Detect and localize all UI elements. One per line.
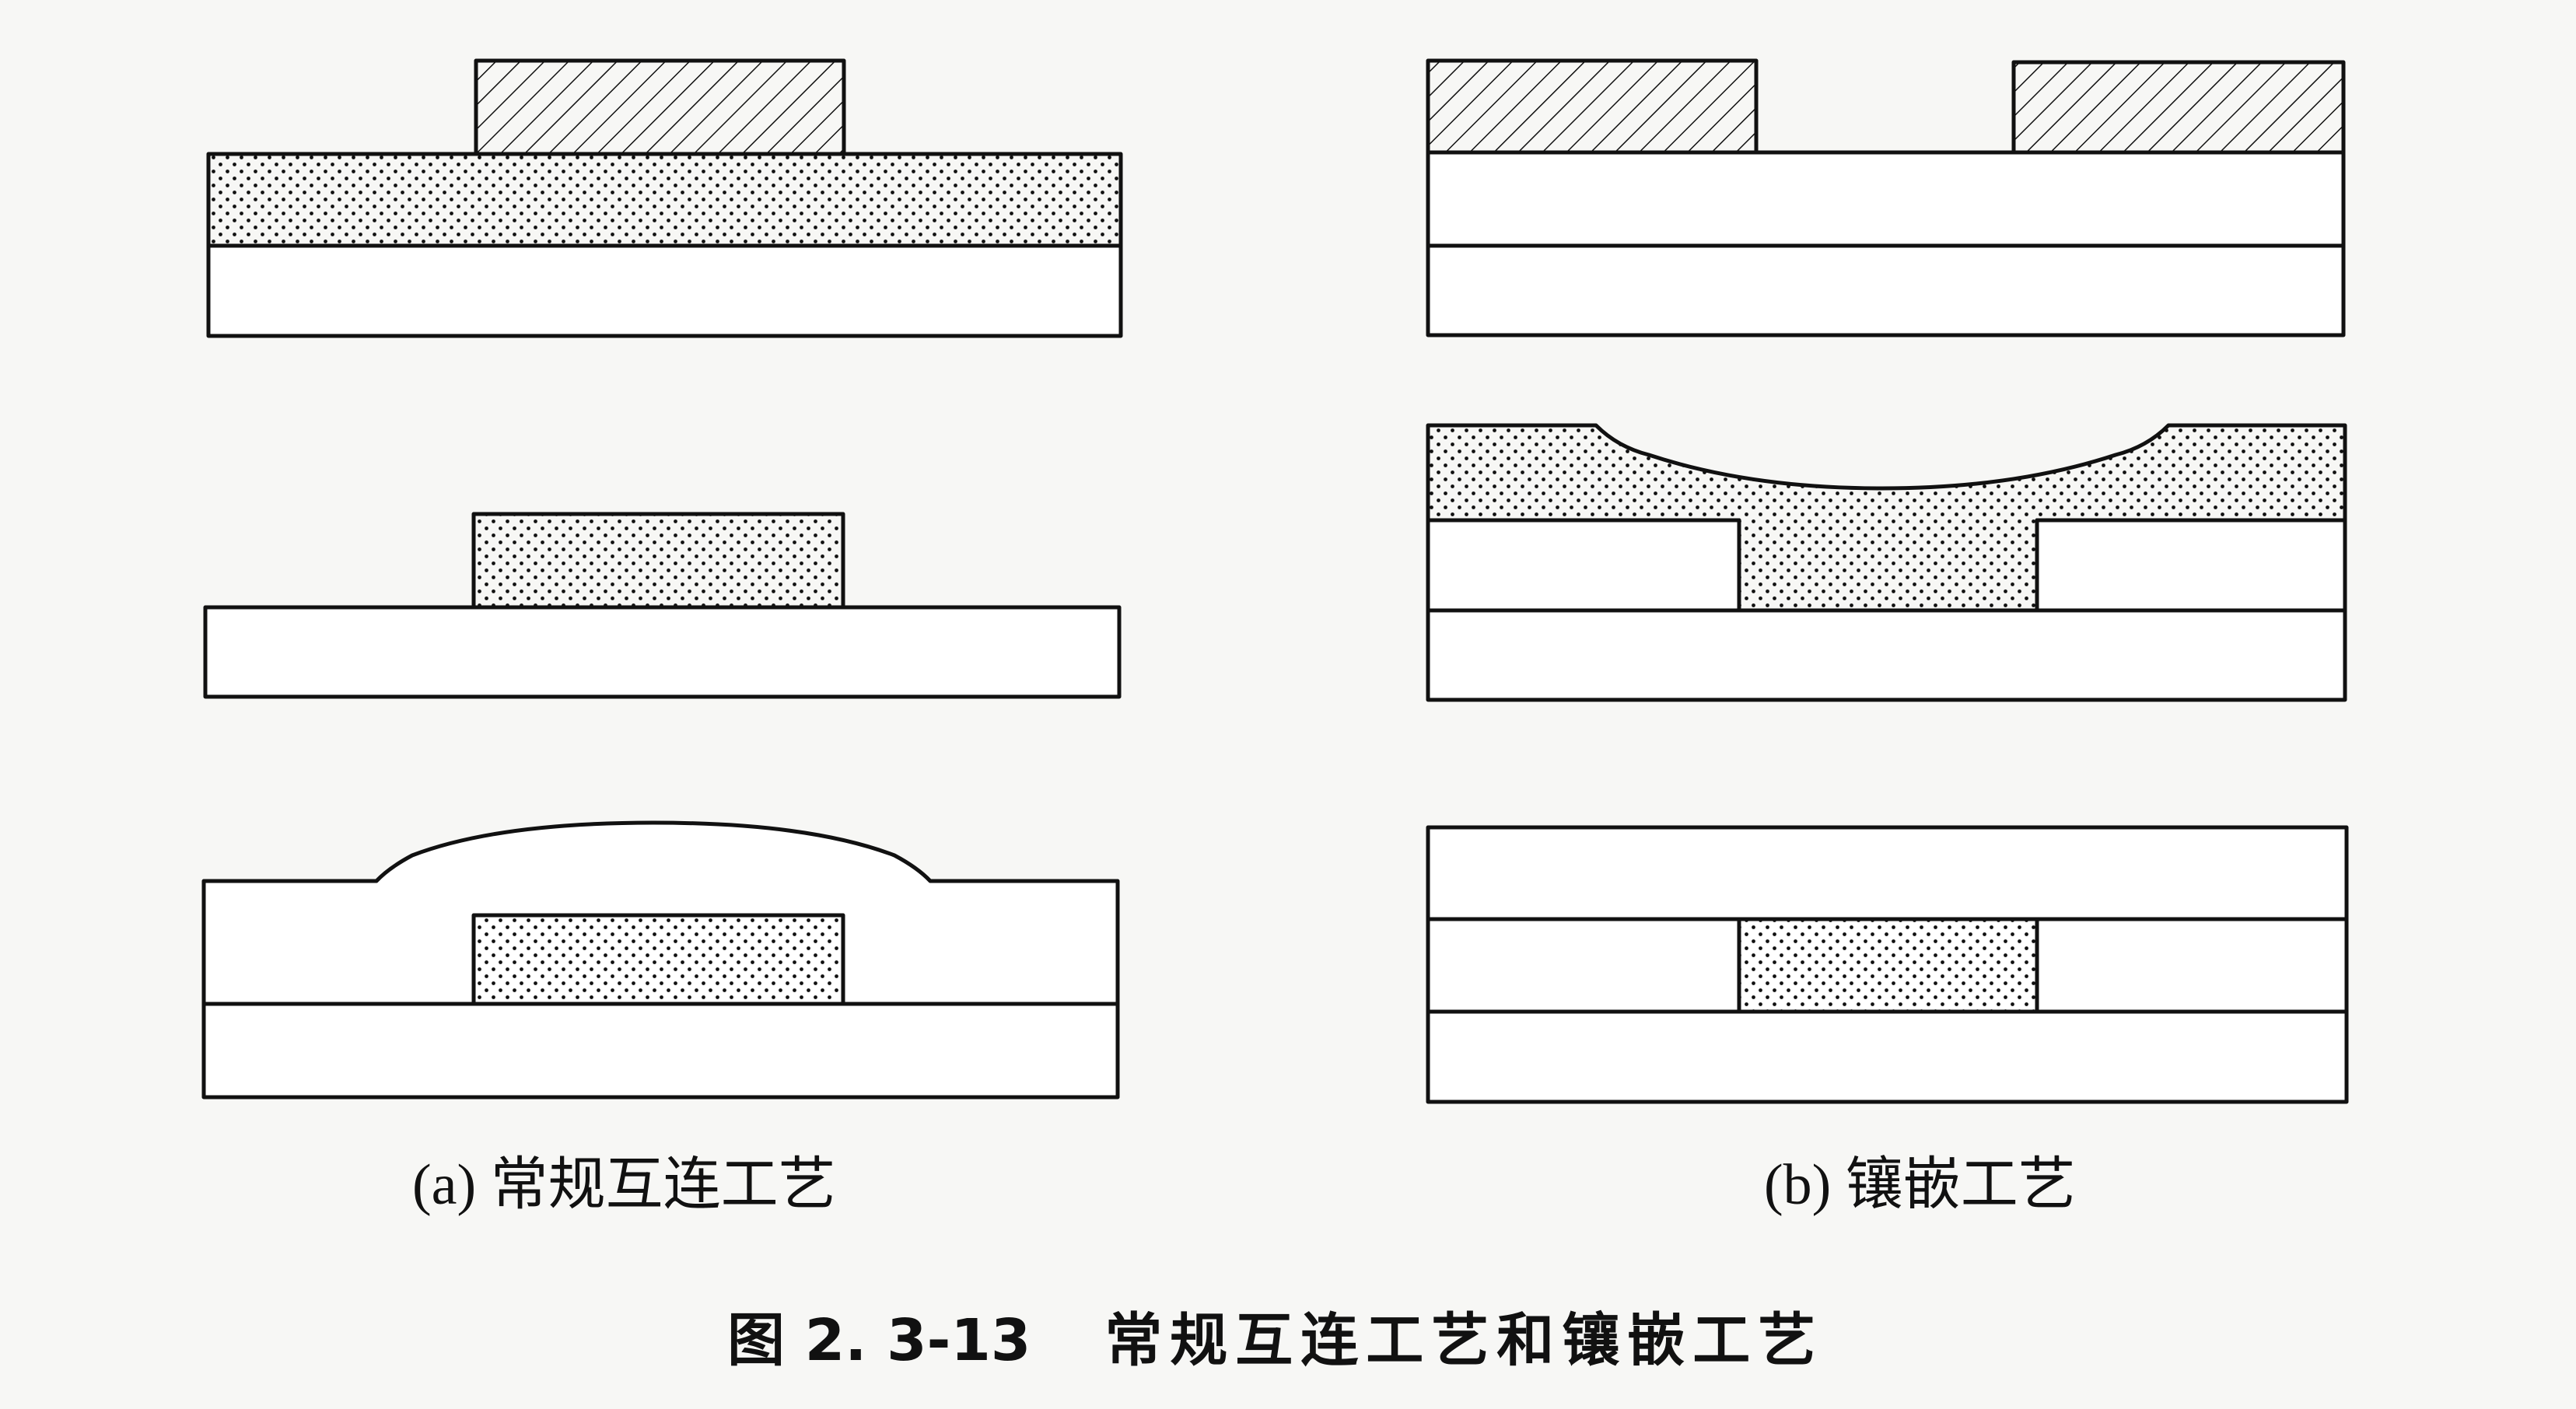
- a1-photoresist: [474, 58, 846, 156]
- a3-metal-line: [471, 913, 845, 1006]
- panel-a-label: (a) 常规互连工艺: [412, 1153, 836, 1217]
- b1-dielectric: [1426, 150, 2346, 248]
- a1-metal-layer: [206, 152, 1123, 248]
- panel-a-step-1: [206, 58, 1123, 338]
- b2-metal-fill: [1426, 423, 2347, 613]
- b3-substrate: [1426, 1009, 2349, 1104]
- panel-b: [1426, 58, 2349, 1104]
- panel-b-step-2: [1426, 423, 2347, 702]
- panel-a-step-2: [203, 512, 1122, 699]
- panel-a-step-3: [201, 820, 1120, 1100]
- b1-substrate: [1426, 243, 2346, 337]
- a3-substrate: [201, 1002, 1120, 1100]
- b2-dielectric-right: [2035, 518, 2347, 613]
- b1-photoresist-right: [2011, 60, 2346, 155]
- figure-title: 常规互连工艺和镶嵌工艺: [1104, 1307, 1824, 1374]
- b2-dielectric-left: [1426, 518, 1741, 613]
- panel-b-step-1: [1426, 58, 2346, 337]
- panel-b-step-3: [1426, 825, 2349, 1104]
- panel-b-label: (b) 镶嵌工艺: [1764, 1153, 2076, 1217]
- a2-metal-line: [471, 512, 845, 610]
- b1-photoresist-left: [1426, 58, 1759, 155]
- figure-number: 图 2. 3-13: [727, 1307, 1031, 1374]
- panel-a: [201, 58, 1123, 1100]
- a2-substrate: [203, 605, 1122, 699]
- b3-inlaid-metal: [1737, 917, 2039, 1014]
- b2-substrate: [1426, 608, 2347, 702]
- a1-substrate: [206, 243, 1123, 338]
- b3-cap-dielectric: [1426, 825, 2349, 921]
